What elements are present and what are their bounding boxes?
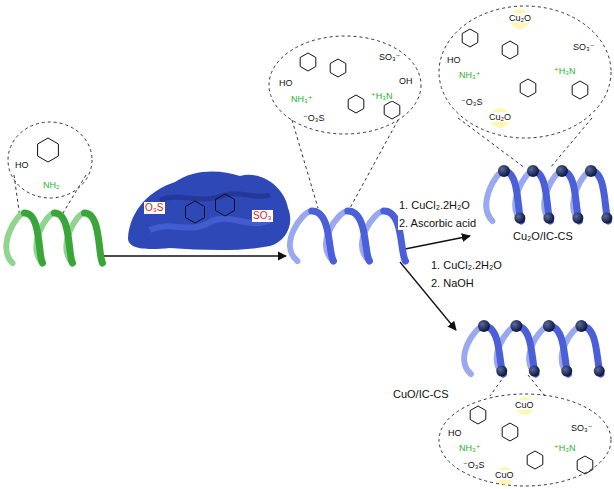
inset-leader <box>14 175 20 218</box>
oxide-particle <box>478 320 490 332</box>
oxide-particle <box>556 165 568 177</box>
atom-label: HO <box>278 78 294 88</box>
sulfonate-label: SO₃⁻ <box>572 42 595 52</box>
ring-structure <box>384 101 400 119</box>
sulfonate-label: ⁻O₃S <box>460 97 483 107</box>
amine-label: ⁺H₃N <box>370 91 393 101</box>
amine-label: NH₂ <box>42 180 61 190</box>
sulfonate-label: O₃S <box>144 202 165 214</box>
reagent-step: 1. CuCl₂.2H₂O <box>430 259 503 272</box>
sulfonate-label: ⁻O₃S <box>302 113 325 123</box>
ring-structure <box>38 138 59 162</box>
oxide-particle <box>572 213 583 224</box>
dye-powder <box>160 194 270 200</box>
ring-structure <box>462 29 478 47</box>
ring-structure <box>330 59 346 77</box>
ring-structure <box>527 451 543 469</box>
cu2o-helix <box>486 171 504 221</box>
product-name: Cu₂O/IC-CS <box>512 230 574 243</box>
oxide-particle <box>585 165 597 177</box>
ring-structure <box>577 456 593 474</box>
ring-structure <box>216 194 235 216</box>
dye-chitosan-helix <box>290 211 312 261</box>
sulfonate-label: SO₃⁻ <box>378 52 401 62</box>
amine-label: NH₃⁺ <box>290 94 313 104</box>
inset-leader <box>528 375 545 396</box>
oxide-particle <box>527 165 539 177</box>
ring-structure <box>502 41 518 59</box>
ring-structure <box>348 95 364 113</box>
sulfonate-label: SO₃⁻ <box>570 423 593 433</box>
amine-label: NH₃⁺ <box>458 70 481 80</box>
chitosan-helix <box>85 213 103 263</box>
oxide-particle <box>601 213 612 224</box>
oxide-particle <box>496 366 507 377</box>
reaction-arrow <box>400 236 470 250</box>
reaction-arrow <box>400 262 456 330</box>
cuo-helix <box>464 326 484 374</box>
reaction-arrow <box>100 255 286 256</box>
inset-leader <box>550 118 592 168</box>
ring-structure <box>186 201 205 223</box>
oxide-particle <box>575 320 587 332</box>
ring-structure <box>470 406 486 424</box>
oxide-particle <box>543 213 554 224</box>
inset-leader <box>292 120 318 208</box>
copper-oxide-label: Cu₂O <box>508 13 532 23</box>
inset-leader <box>458 118 525 168</box>
oxide-particle <box>514 213 525 224</box>
inset-ellipse <box>269 36 421 134</box>
copper-oxide-label: CuO <box>494 470 515 480</box>
amine-label: ⁺H₃N <box>553 443 576 453</box>
inset-ellipse <box>439 6 611 138</box>
sulfonate-label: ⁻O₃S <box>462 460 485 470</box>
dye-chitosan-helix <box>348 211 370 261</box>
chitosan-helix <box>55 213 73 263</box>
copper-oxide-label: CuO <box>514 400 535 410</box>
chitosan-helix <box>25 213 43 263</box>
oxide-particle <box>543 320 555 332</box>
product-name: CuO/IC-CS <box>392 388 450 401</box>
sulfonate-label: SO₃ <box>252 210 273 222</box>
dye-chitosan-helix <box>312 211 334 261</box>
ring-structure <box>572 81 588 99</box>
ring-structure <box>300 53 316 71</box>
reagent-step: 1. CuCl₂.2H₂O <box>398 199 471 212</box>
atom-label: HO <box>14 160 30 170</box>
atom-label: HO <box>446 55 462 65</box>
ring-structure <box>520 79 536 97</box>
oxide-particle <box>529 366 540 377</box>
oxide-particle <box>510 320 522 332</box>
atom-label: OH <box>398 76 414 86</box>
inset-ellipse <box>439 394 611 486</box>
reagent-step: 2. Ascorbic acid <box>398 217 477 230</box>
atom-label: HO <box>447 428 463 438</box>
copper-oxide-label: Cu₂O <box>488 112 512 122</box>
ring-structure <box>502 423 518 441</box>
inset-leader <box>490 375 505 396</box>
inset-leader <box>350 120 398 208</box>
oxide-particle <box>594 366 605 377</box>
dye-powder <box>128 171 290 250</box>
amine-label: NH₃⁺ <box>458 443 481 453</box>
amine-label: ⁺H₃N <box>553 66 576 76</box>
oxide-particle <box>561 366 572 377</box>
chitosan-helix <box>6 213 24 263</box>
reagent-step: 2. NaOH <box>430 277 475 290</box>
oxide-particle <box>498 165 510 177</box>
